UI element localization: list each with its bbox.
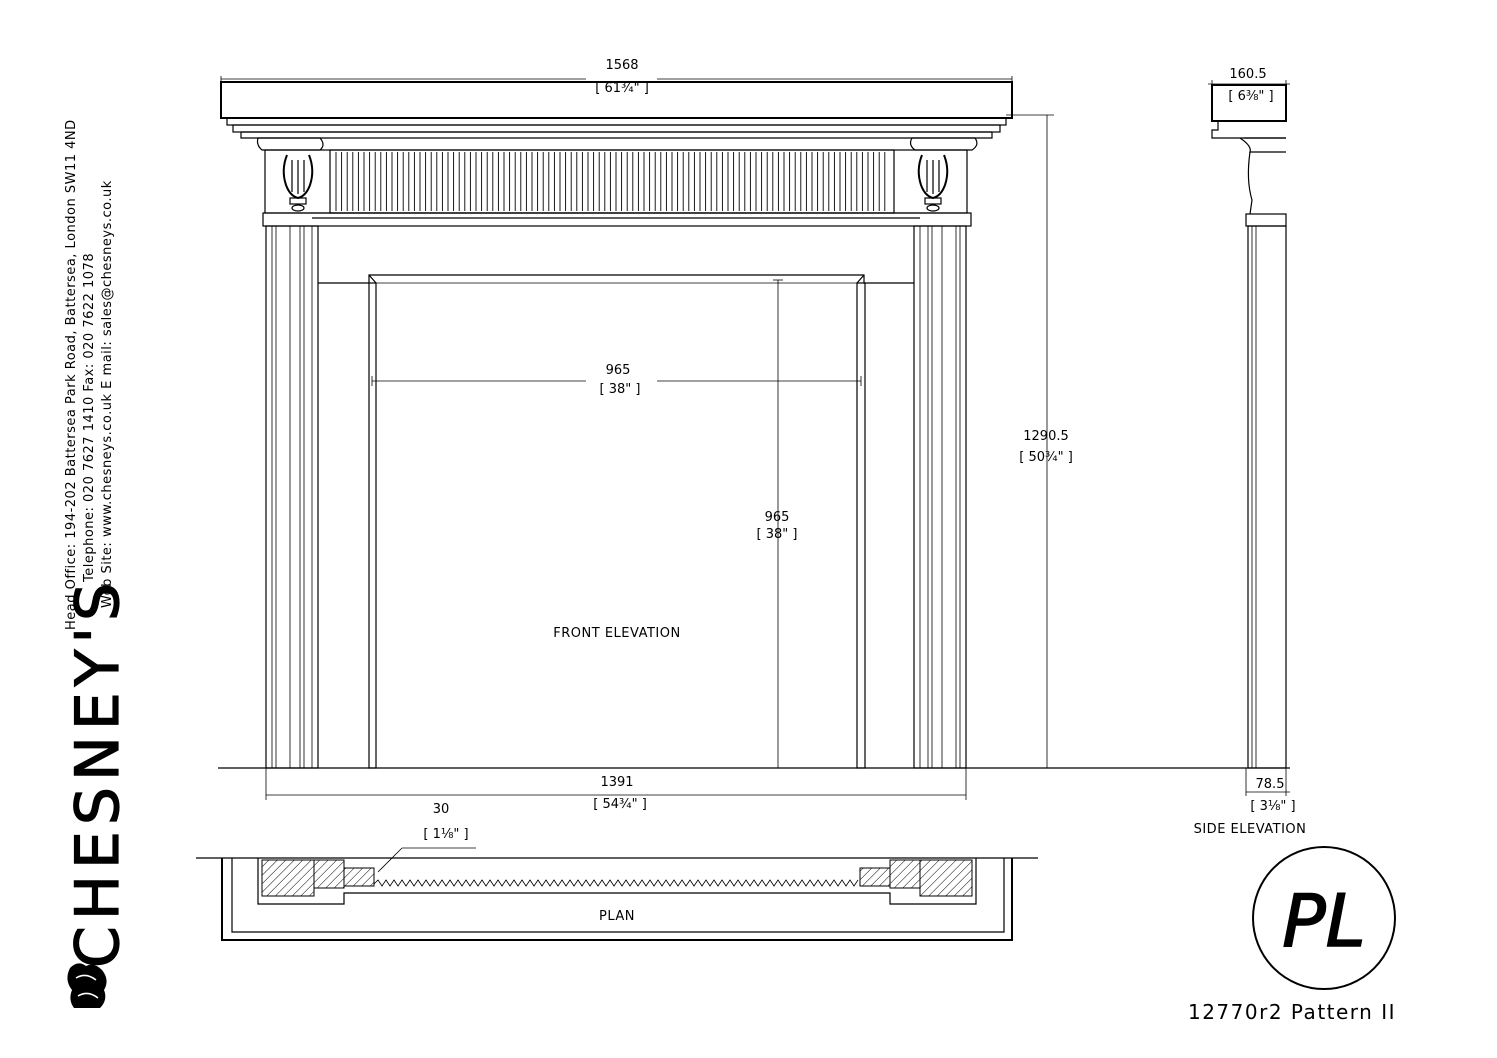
dim-opening-width: 965 [ 38" ] bbox=[371, 363, 862, 397]
inner-width-inch: [ 54¾" ] bbox=[593, 797, 647, 812]
dim-plan-reveal: 30 [ 1⅛" ] bbox=[377, 802, 476, 873]
front-elevation: 1568 [ 61¾" ] 965 [ 38" ] 965 [ 38" ] 12… bbox=[218, 58, 1290, 812]
plan-view: 30 [ 1⅛" ] PLAN bbox=[196, 802, 1038, 941]
dim-opening-height: 965 [ 38" ] bbox=[757, 279, 798, 768]
dim-leg-depth: 78.5 [ 3⅛" ] bbox=[1245, 768, 1296, 814]
leg-depth-inch: [ 3⅛" ] bbox=[1250, 799, 1295, 814]
frieze-flutes bbox=[335, 152, 886, 211]
opening-width-mm: 965 bbox=[606, 363, 631, 378]
dim-overall-height: 1290.5 [ 50¾" ] bbox=[1006, 114, 1073, 768]
opening-width-inch: [ 38" ] bbox=[600, 382, 641, 397]
overall-height-mm: 1290.5 bbox=[1023, 429, 1069, 444]
plan-label: PLAN bbox=[599, 909, 635, 924]
overall-width-inch: [ 61¾" ] bbox=[595, 81, 649, 96]
brand-name: CHESNEY'S bbox=[63, 577, 133, 968]
plan-reveal-inch: [ 1⅛" ] bbox=[423, 827, 468, 842]
overall-height-inch: [ 50¾" ] bbox=[1019, 450, 1073, 465]
overall-width-mm: 1568 bbox=[605, 58, 638, 73]
inner-width-mm: 1391 bbox=[600, 775, 633, 790]
address-line-1: Head Office: 194-202 Battersea Park Road… bbox=[64, 119, 79, 630]
lyre-ornament-right bbox=[917, 154, 949, 212]
drawing-code: 12770r2 Pattern II bbox=[1188, 1000, 1396, 1024]
monogram-letters: PL bbox=[1282, 879, 1366, 963]
griffin-logo-icon bbox=[67, 963, 107, 1008]
front-elevation-label: FRONT ELEVATION bbox=[553, 626, 680, 641]
plan-reveal-mm: 30 bbox=[433, 802, 450, 817]
side-elevation: 160.5 [ 6⅜" ] 78.5 [ 3⅛" ] SIDE ELEVATIO… bbox=[1194, 67, 1307, 837]
opening-height-inch: [ 38" ] bbox=[757, 527, 798, 542]
leg-depth-mm: 78.5 bbox=[1256, 777, 1285, 792]
dim-overall-width: 1568 [ 61¾" ] bbox=[220, 58, 1013, 96]
dim-inner-width: 1391 [ 54¾" ] bbox=[265, 768, 967, 812]
address-line-3: Web Site: www.chesneys.co.uk E mail: sal… bbox=[100, 180, 115, 608]
lyre-ornament-left bbox=[282, 154, 314, 212]
monogram-seal: PL bbox=[1252, 846, 1396, 990]
side-elevation-label: SIDE ELEVATION bbox=[1194, 822, 1307, 837]
dim-shelf-depth: 160.5 [ 6⅜" ] bbox=[1208, 67, 1290, 104]
address-line-2: Telephone: 020 7627 1410 Fax: 020 7622 1… bbox=[82, 253, 97, 583]
shelf-depth-inch: [ 6⅜" ] bbox=[1228, 89, 1273, 104]
opening-height-mm: 965 bbox=[765, 510, 790, 525]
brand-block: CHESNEY'S Head Office: 194-202 Battersea… bbox=[62, 119, 134, 1008]
shelf-depth-mm: 160.5 bbox=[1229, 67, 1266, 82]
